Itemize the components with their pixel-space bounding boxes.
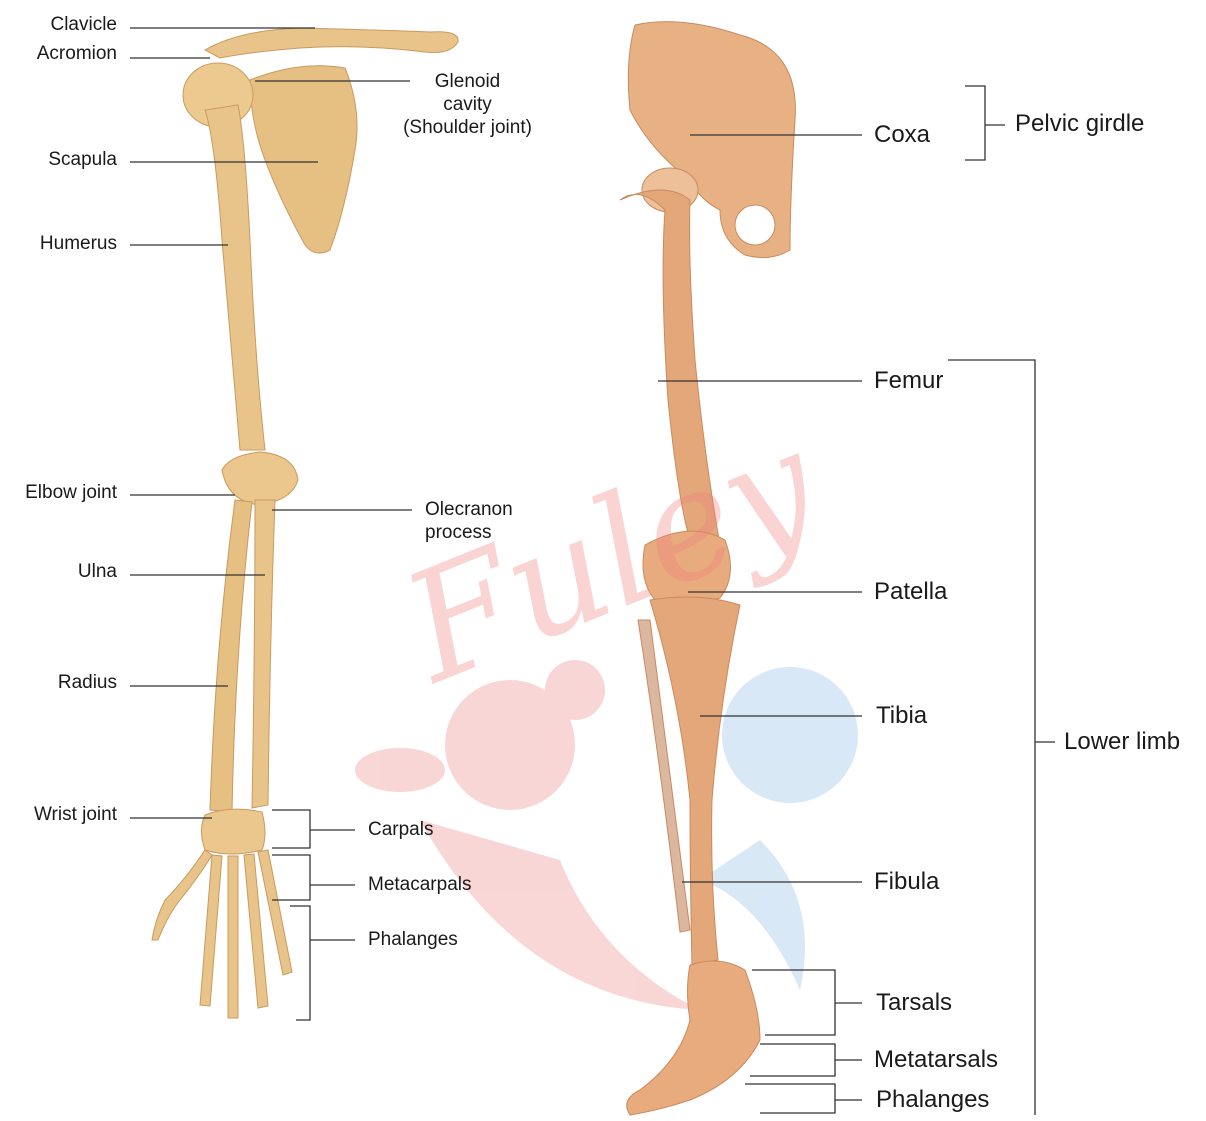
label-glenoid: Glenoid cavity (Shoulder joint) (390, 71, 545, 139)
humerus-bone (205, 105, 265, 450)
label-elbow-joint: Elbow joint (25, 482, 117, 505)
label-phalanges-foot: Phalanges (876, 1086, 989, 1115)
label-carpals: Carpals (368, 819, 433, 842)
label-glenoid-line2: cavity (390, 94, 545, 117)
label-metatarsals: Metatarsals (874, 1046, 998, 1075)
clavicle-bone (205, 28, 458, 58)
scapula-bone (250, 66, 357, 253)
label-clavicle: Clavicle (50, 14, 117, 37)
label-fibula: Fibula (874, 868, 939, 897)
label-phalanges-hand: Phalanges (368, 929, 458, 952)
label-metacarpals: Metacarpals (368, 874, 472, 897)
carpals-bones (202, 809, 266, 854)
arm-skeleton (152, 28, 458, 1018)
label-scapula: Scapula (48, 149, 117, 172)
ulna-bone (252, 500, 275, 808)
label-radius: Radius (58, 672, 117, 695)
label-tarsals: Tarsals (876, 989, 952, 1018)
label-olecranon: Olecranon process (425, 499, 513, 545)
elbow-bone (222, 452, 298, 505)
label-lower-limb: Lower limb (1064, 728, 1180, 757)
label-wrist-joint: Wrist joint (34, 804, 117, 827)
label-femur: Femur (874, 367, 943, 396)
label-olecranon-line2: process (425, 522, 513, 545)
label-olecranon-line1: Olecranon (425, 499, 513, 522)
label-pelvic-girdle: Pelvic girdle (1015, 110, 1144, 139)
label-acromion: Acromion (37, 43, 117, 66)
radius-bone (210, 500, 252, 812)
hand-fingers (152, 850, 292, 1018)
label-glenoid-line3: (Shoulder joint) (390, 117, 545, 140)
label-coxa: Coxa (874, 121, 930, 150)
label-tibia: Tibia (876, 702, 927, 731)
label-ulna: Ulna (78, 561, 117, 584)
label-glenoid-line1: Glenoid (390, 71, 545, 94)
label-humerus: Humerus (40, 233, 117, 256)
label-patella: Patella (874, 578, 947, 607)
